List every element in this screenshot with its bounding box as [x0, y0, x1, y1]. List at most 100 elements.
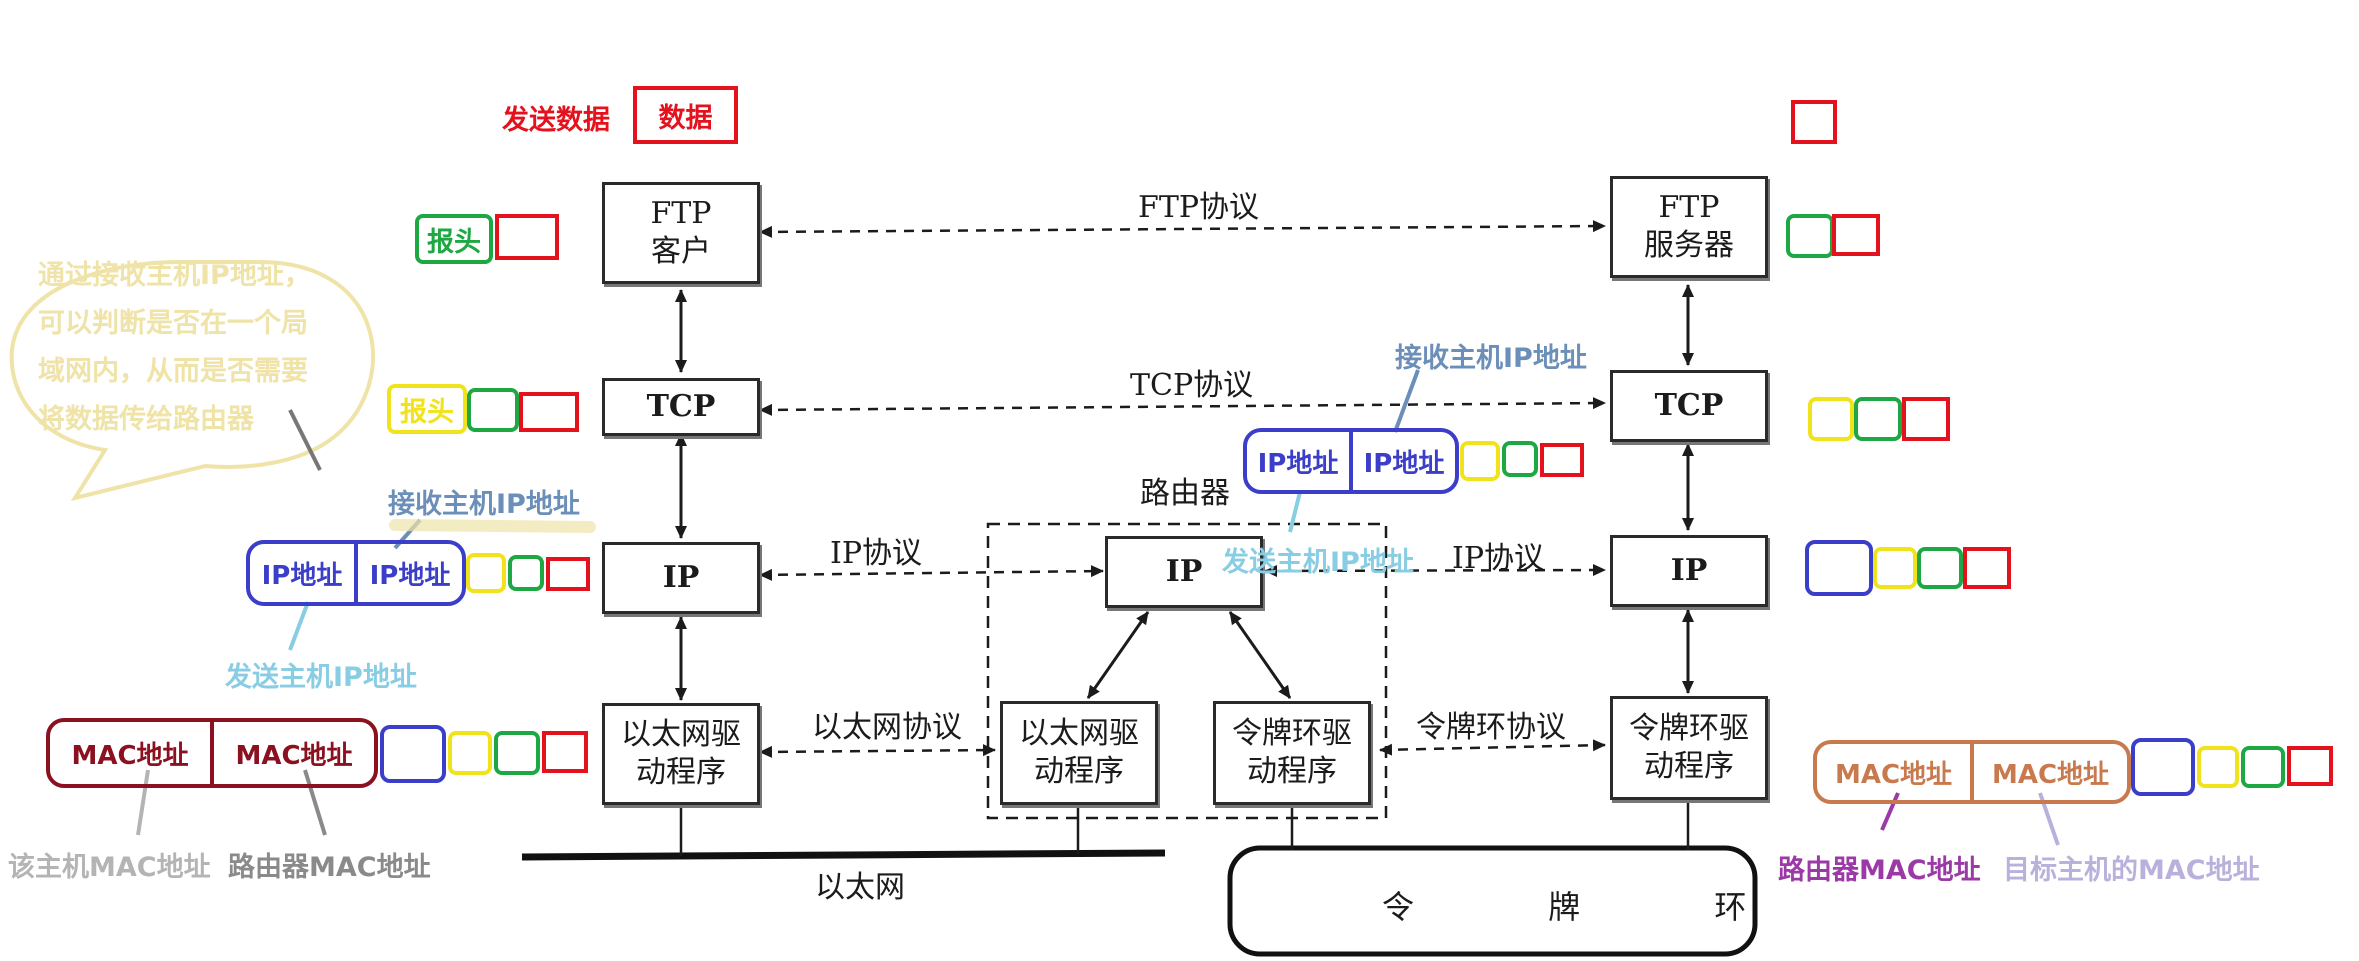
- ip-pill-left-recv: IP地址: [354, 544, 462, 602]
- data-box-top-right: [1791, 100, 1837, 144]
- router-mac-annotation-right: 路由器MAC地址: [1778, 855, 1981, 886]
- mac-yellow-box-right: [2197, 746, 2239, 788]
- mac-blue-box-right: [2131, 738, 2195, 796]
- tcp-protocol-label: TCP协议: [1130, 368, 1254, 403]
- this-host-mac-annotation: 该主机MAC地址: [8, 852, 211, 883]
- pointer-send-ip-left: [288, 601, 310, 651]
- eth-driver-left-line-2: 动程序: [636, 755, 726, 790]
- mac-data-box-right: [2287, 746, 2333, 786]
- ftp-protocol-label: FTP协议: [1138, 190, 1260, 225]
- arrow-router-ip-eth: [1086, 611, 1150, 699]
- send-data-label: 发送数据: [502, 105, 610, 136]
- ip-right-label: IP: [1670, 553, 1708, 588]
- token-driver-router-box: 令牌环驱 动程序: [1213, 701, 1371, 805]
- ip-yellow-box-router: [1460, 441, 1500, 481]
- eth-driver-router-line-2: 动程序: [1034, 754, 1124, 789]
- router-label: 路由器: [1140, 476, 1230, 511]
- ip-data-box-right: [1963, 547, 2011, 589]
- ftp-data-box-right: [1832, 214, 1880, 256]
- ftp-server-box: FTP 服务器: [1610, 176, 1768, 278]
- token-driver-right-line-2: 动程序: [1644, 749, 1734, 784]
- ftp-protocol-link: [759, 220, 1606, 238]
- eth-driver-router-box: 以太网驱 动程序: [1000, 701, 1158, 805]
- mac-blue-box-left: [380, 725, 446, 783]
- ip-green-box-router: [1502, 441, 1538, 477]
- ip-left-label: IP: [662, 560, 700, 595]
- data-box-label: 数据: [658, 102, 713, 134]
- token-driver-router-line-1: 令牌环驱: [1232, 716, 1352, 751]
- callout-bubble-outline: [9, 260, 375, 502]
- tcp-green-box-left: [467, 388, 519, 432]
- ftp-server-line-1: FTP: [1658, 190, 1720, 225]
- tcp-right-label: TCP: [1654, 388, 1724, 423]
- ip-green-box-right: [1917, 547, 1963, 589]
- tcp-header-box-right: [1808, 397, 1854, 441]
- mac-green-box-left: [494, 731, 540, 775]
- ftp-server-line-2: 服务器: [1644, 228, 1734, 263]
- highlight-streak: [389, 519, 596, 533]
- tcp-green-box-right: [1854, 397, 1902, 441]
- tcp-header-label: 报头: [400, 396, 454, 428]
- target-host-mac-annotation: 目标主机的MAC地址: [2003, 855, 2260, 886]
- ftp-header-label: 报头: [427, 226, 481, 258]
- tcp-protocol-link: [759, 397, 1606, 416]
- mac-pill-right-target: MAC地址: [1970, 744, 2127, 800]
- ftp-client-line-1: FTP: [650, 196, 712, 231]
- pointer-send-ip-right: [1288, 491, 1302, 533]
- tcp-left-box: TCP: [602, 378, 760, 436]
- bubble-line-4: 将数据传给路由器: [38, 404, 254, 435]
- recv-ip-annotation-left: 接收主机IP地址: [388, 489, 580, 520]
- ftp-client-box: FTP 客户: [602, 182, 760, 284]
- pointer-this-host-mac: [136, 769, 150, 836]
- ip-right-box: IP: [1610, 535, 1768, 607]
- pointer-bubble: [288, 409, 322, 471]
- token-driver-right-line-1: 令牌环驱: [1629, 711, 1749, 746]
- eth-driver-router-line-1: 以太网驱: [1019, 716, 1139, 751]
- bubble-line-3: 域网内，从而是否需要: [38, 356, 308, 387]
- mac-data-box-left: [542, 731, 588, 773]
- bubble-line-1: 通过接收主机IP地址，: [38, 260, 311, 291]
- eth-driver-left-box: 以太网驱 动程序: [602, 703, 760, 805]
- ip-address-pill-right: IP地址 IP地址: [1243, 428, 1459, 494]
- pointer-router-mac-left: [303, 769, 327, 836]
- ftp-client-line-2: 客户: [651, 234, 711, 269]
- router-boundary: [986, 522, 1388, 820]
- ip-pill-left-send: IP地址: [261, 560, 343, 591]
- ftp-data-box-left: [495, 214, 559, 260]
- send-ip-annotation-right: 发送主机IP地址: [1222, 547, 1414, 578]
- ip-protocol-label-right: IP协议: [1452, 541, 1545, 576]
- tcp-data-box-right: [1902, 397, 1950, 441]
- send-ip-annotation-left: 发送主机IP地址: [225, 662, 417, 693]
- mac-address-pill-right: MAC地址 MAC地址: [1813, 740, 2131, 804]
- token-driver-router-line-2: 动程序: [1247, 754, 1337, 789]
- ip-blue-box-right: [1805, 540, 1873, 596]
- token-ring-label: 令 牌 环: [1382, 888, 1809, 926]
- ip-green-box-left: [508, 555, 544, 591]
- tcp-left-label: TCP: [646, 389, 716, 424]
- ip-router-label: IP: [1165, 554, 1203, 589]
- mac-address-pill-left: MAC地址 MAC地址: [46, 718, 378, 788]
- mac-pill-left-this-host: MAC地址: [71, 740, 189, 771]
- ethernet-protocol-link: [759, 744, 996, 758]
- token-ring-protocol-link: [1379, 739, 1606, 756]
- pointer-recv-ip-right: [1393, 369, 1420, 433]
- eth-driver-left-line-1: 以太网驱: [621, 717, 741, 752]
- ip-protocol-link-left: [759, 565, 1104, 581]
- ip-router-box: IP: [1105, 536, 1263, 608]
- tcp-data-box-left: [519, 392, 579, 432]
- mac-green-box-right: [2241, 746, 2285, 788]
- ip-address-pill-left: IP地址 IP地址: [246, 540, 466, 606]
- mac-pill-right-router: MAC地址: [1834, 759, 1953, 790]
- pointer-router-mac-right: [1880, 792, 1900, 831]
- ip-protocol-link-right: [1264, 564, 1606, 577]
- ip-pill-right-send: IP地址: [1257, 448, 1339, 479]
- ip-data-box-left: [546, 557, 590, 591]
- tcp-header-box-left: 报头: [387, 384, 467, 434]
- token-ring-protocol-label: 令牌环协议: [1416, 710, 1566, 745]
- bubble-line-2: 可以判断是否在一个局: [38, 308, 308, 339]
- mac-pill-left-router: MAC地址: [210, 722, 374, 784]
- ftp-header-box-left: 报头: [415, 214, 493, 264]
- ethernet-protocol-label: 以太网协议: [812, 710, 962, 745]
- callout-bubble-text: 通过接收主机IP地址， 可以判断是否在一个局 域网内，从而是否需要 将数据传给路…: [38, 252, 311, 444]
